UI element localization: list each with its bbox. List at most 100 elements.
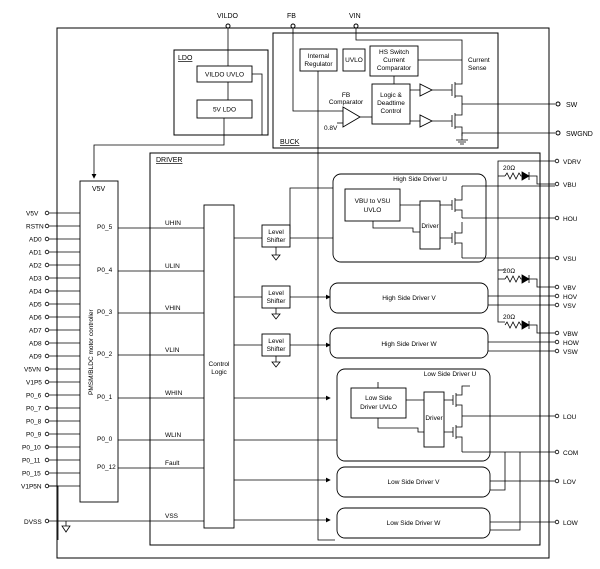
pin-p0-10: P0_10	[22, 445, 41, 452]
level-shifter-w-label-1: Level	[268, 338, 284, 345]
port-p0-3: P0_3	[97, 309, 113, 316]
hs-switch-label-3: Comparator	[377, 65, 412, 72]
pin-p0-9: P0_9	[26, 432, 42, 439]
signal-ulin: ULIN	[165, 263, 180, 270]
pin-ad1: AD1	[29, 250, 42, 257]
pin-hou: HOU	[563, 216, 578, 223]
ldo-5v-label: 5V LDO	[213, 107, 236, 114]
high-side-driver-w-label: High Side Driver W	[381, 341, 437, 348]
pin-vsu: VSU	[563, 256, 577, 263]
pin-v5v: V5V	[26, 211, 39, 218]
low-side-driver-u-label: Low Side Driver U	[424, 371, 477, 378]
buck-section: BUCK Internal Regulator UVLO HS Switch C…	[272, 28, 555, 541]
low-side-u-driver-block	[423, 391, 445, 448]
low-side-uvlo-label-1: Low Side	[365, 395, 392, 402]
level-shifter-u-label-2: Shifter	[267, 237, 287, 244]
vbu-uvlo-block	[344, 188, 401, 222]
pin-how: HOW	[563, 340, 580, 347]
port-p0-2: P0_2	[97, 351, 113, 358]
controller-supply-label: V5V	[92, 186, 106, 193]
pin-vbw: VBW	[563, 331, 579, 338]
control-logic-block	[203, 204, 235, 529]
pin-swgnd-label: SWGND	[566, 131, 593, 138]
high-side-u-driver-block	[419, 200, 441, 250]
pin-p0-8: P0_8	[26, 419, 42, 426]
controller-ports: P0_5 P0_4 P0_3 P0_2 P0_1 P0_0 P0_12	[97, 224, 116, 471]
pin-v1p5: V1P5	[26, 380, 42, 387]
pin-rstn: RSTN	[26, 224, 44, 231]
low-side-driver-v	[336, 466, 491, 498]
pin-ad2: AD2	[29, 263, 42, 270]
resistor-v-label: 20Ω	[503, 268, 515, 275]
logic-deadtime-label-3: Control	[381, 108, 403, 115]
pin-ad8: AD8	[29, 341, 42, 348]
control-logic-label-1: Control	[209, 361, 231, 368]
signal-vhin: VHIN	[165, 305, 181, 312]
logic-deadtime-block	[371, 83, 411, 125]
port-p0-1: P0_1	[97, 394, 113, 401]
port-p0-5: P0_5	[97, 224, 113, 231]
controller-block: V5V PMSM/BLDC motor controller	[79, 180, 119, 503]
pin-lou: LOU	[563, 414, 577, 421]
ldo-title: LDO	[178, 55, 193, 62]
buck-title: BUCK	[280, 139, 300, 146]
current-sense-label-2: Sense	[468, 65, 487, 72]
pin-sw	[555, 101, 561, 107]
fb-comparator-symbol	[342, 106, 361, 128]
left-pin-wires	[44, 210, 150, 540]
internal-regulator-block	[299, 48, 338, 72]
resistor-w	[504, 321, 522, 329]
pin-vsv: VSV	[563, 303, 577, 310]
low-side-driver-v-label: Low Side Driver V	[387, 479, 440, 486]
pin-vin	[353, 23, 359, 29]
level-shifter-w-label-2: Shifter	[267, 346, 287, 353]
pin-vbu: VBU	[563, 182, 577, 189]
pin-ad9: AD9	[29, 354, 42, 361]
pin-p0-11: P0_11	[22, 458, 41, 465]
pin-vsw: VSW	[563, 349, 579, 356]
pin-com: COM	[563, 450, 578, 457]
pin-ad4: AD4	[29, 289, 42, 296]
pin-hov: HOV	[563, 294, 578, 301]
pin-ad5: AD5	[29, 302, 42, 309]
buffer-high	[419, 83, 434, 97]
low-side-driver-w	[336, 507, 491, 539]
vildo-uvlo-label: VILDO UVLO	[205, 72, 244, 79]
high-side-driver-v	[329, 282, 489, 314]
signal-whin: WHIN	[165, 390, 183, 397]
pin-fb-label: FB	[287, 13, 296, 20]
control-logic-label-2: Logic	[211, 369, 227, 376]
lsu-mosfet-bottom	[444, 416, 463, 452]
buck-uvlo-label: UVLO	[345, 57, 363, 64]
pin-ad7: AD7	[29, 328, 42, 335]
pin-lov: LOV	[563, 479, 577, 486]
internal-regulator-label-1: Internal	[308, 53, 330, 60]
hs-switch-label-1: HS Switch	[379, 49, 409, 56]
pin-ad3: AD3	[29, 276, 42, 283]
internal-regulator-label-2: Regulator	[304, 61, 333, 68]
high-side-driver-u-label: High Side Driver U	[393, 176, 447, 183]
pin-ad0: AD0	[29, 237, 42, 244]
lsu-mosfet-top	[444, 385, 470, 416]
ref-voltage-label: 0.8V	[324, 125, 338, 132]
ldo-5v-block	[196, 99, 253, 119]
pin-p0-6: P0_6	[26, 393, 42, 400]
logic-deadtime-label-1: Logic &	[380, 92, 402, 99]
low-side-uvlo-block	[350, 387, 407, 419]
level-shifter-v-label-1: Level	[268, 290, 284, 297]
hsu-mosfet-bottom	[440, 222, 463, 258]
pin-p0-15: P0_15	[22, 471, 41, 478]
diode-v	[521, 274, 530, 284]
level-shifter-v-label-2: Shifter	[267, 298, 287, 305]
vbu-uvlo-label-1: VBU to VSU	[355, 198, 391, 205]
buffer-low	[419, 114, 434, 128]
top-pins: VILDO FB VIN	[217, 13, 361, 29]
hs-switch-label-2: Current	[383, 57, 405, 64]
signal-vlin: VLIN	[165, 347, 180, 354]
chip-outline	[56, 27, 550, 559]
port-p0-4: P0_4	[97, 267, 113, 274]
logic-deadtime-label-2: Deadtime	[377, 100, 405, 107]
buck-mosfet-high	[432, 72, 463, 104]
right-pins: VDRV VBU HOU VSU VBV HOV VSV VBW HOW VSW…	[554, 158, 582, 527]
